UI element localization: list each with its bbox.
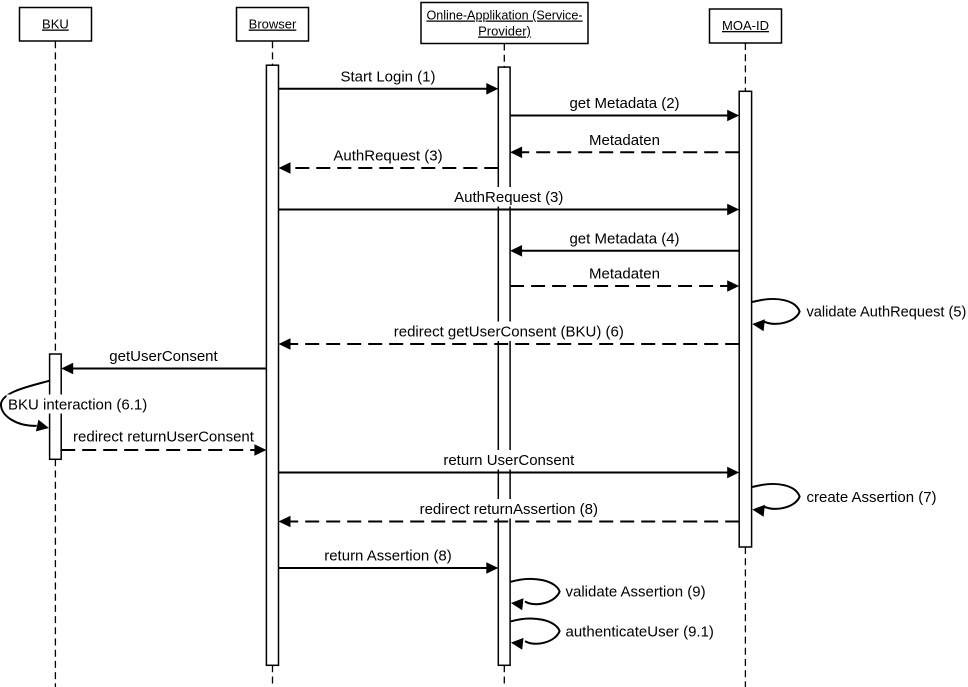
svg-text:AuthRequest (3): AuthRequest (3) (454, 189, 563, 206)
svg-text:AuthRequest (3): AuthRequest (3) (333, 148, 442, 165)
svg-text:get Metadata (4): get Metadata (4) (569, 230, 679, 247)
svg-text:get Metadata (2): get Metadata (2) (569, 95, 679, 112)
svg-text:validate AuthRequest (5): validate AuthRequest (5) (807, 305, 967, 321)
svg-text:Provider): Provider) (478, 24, 531, 39)
svg-text:BKU interaction (6.1): BKU interaction (6.1) (8, 397, 147, 414)
svg-text:return UserConsent: return UserConsent (443, 452, 575, 469)
svg-text:Start Login (1): Start Login (1) (340, 68, 435, 85)
svg-text:Metadaten: Metadaten (589, 266, 660, 283)
svg-text:redirect returnUserConsent: redirect returnUserConsent (73, 428, 255, 445)
svg-text:MOA-ID: MOA-ID (722, 18, 769, 33)
svg-text:getUserConsent: getUserConsent (109, 348, 218, 365)
svg-text:validate Assertion (9): validate Assertion (9) (566, 584, 706, 601)
svg-text:BKU: BKU (42, 17, 69, 32)
svg-text:Online-Applikation (Service-: Online-Applikation (Service- (426, 9, 582, 23)
svg-text:create Assertion (7): create Assertion (7) (807, 489, 937, 506)
svg-text:redirect getUserConsent (BKU): redirect getUserConsent (BKU) (6) (394, 324, 624, 341)
svg-text:redirect returnAssertion (8): redirect returnAssertion (8) (420, 501, 598, 518)
svg-text:return Assertion (8): return Assertion (8) (324, 548, 452, 565)
svg-text:authenticateUser (9.1): authenticateUser (9.1) (566, 623, 714, 640)
svg-text:Metadaten: Metadaten (589, 132, 660, 149)
svg-text:Browser: Browser (249, 17, 297, 32)
